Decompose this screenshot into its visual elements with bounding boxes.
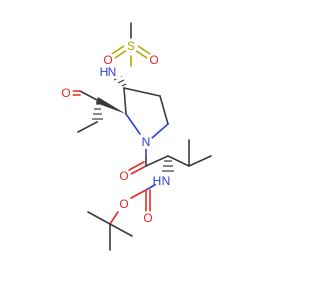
svg-text:O: O — [143, 211, 152, 225]
bond-amide-c-o-b — [128, 161, 145, 171]
bond-sulfur-oxygen-left-a — [111, 45, 125, 55]
hashed-bond-alpha-c-nitrogen — [162, 160, 174, 172]
molecule-structure-diagram: O S O N H O N O H N — [59, 22, 212, 251]
bond-sulfur-oxygen-right-a — [137, 45, 151, 55]
sulfonamide-hydrogen: H — [100, 65, 109, 79]
svg-text:O: O — [119, 169, 128, 183]
carbamate-nitrogen-atom: H N — [153, 173, 171, 189]
bond-layer — [69, 22, 212, 251]
aldehyde-oxygen-atom: O — [59, 86, 73, 100]
bond-sidechain-to-aldehyde-c — [79, 90, 98, 101]
bond-amide-c-alpha-c — [145, 155, 169, 167]
bond-isopropyl-methyl-right — [188, 155, 212, 167]
atom-label-layer: O S O N H O N O H N — [59, 39, 171, 225]
carbamate-carbonyl-oxygen-atom: O — [141, 211, 155, 225]
svg-text:O: O — [103, 53, 112, 67]
bond-ring-c4-c5 — [159, 95, 169, 125]
bond-carbamate-c-o-ester — [130, 189, 147, 199]
bond-ethyl-c-c — [77, 121, 98, 133]
bond-ring-n-c2 — [125, 113, 141, 135]
svg-text:O: O — [119, 197, 128, 211]
bond-amide-c-o-a — [130, 165, 147, 175]
svg-text:S: S — [127, 39, 135, 53]
bond-alpha-c-isopropyl — [167, 155, 190, 167]
amide-oxygen-atom: O — [117, 169, 131, 183]
svg-text:O: O — [61, 86, 70, 100]
wedge-bond-c2-sidechain — [96, 97, 126, 114]
svg-text:O: O — [149, 53, 158, 67]
ring-nitrogen-atom: N — [139, 135, 153, 149]
bond-ring-c3-c4 — [123, 87, 161, 97]
svg-text:N: N — [162, 174, 171, 188]
bond-ring-c5-n — [151, 123, 169, 139]
sulfur-atom: S — [124, 39, 138, 53]
sulfonyl-oxygen-left-atom: O — [101, 53, 115, 67]
carbamate-hydrogen: H — [153, 174, 162, 188]
bond-tbu-methyl-right — [109, 223, 133, 237]
bond-tbu-methyl-left — [87, 211, 111, 225]
bond-ester-o-tbu — [109, 211, 119, 225]
svg-text:N: N — [142, 135, 151, 149]
sulfonyl-oxygen-right-atom: O — [147, 53, 161, 67]
carbamate-ester-oxygen-atom: O — [117, 197, 131, 211]
hashed-bond-sidechain-ethyl — [92, 103, 103, 120]
sulfonamide-nitrogen-atom: N H — [100, 65, 123, 79]
bond-ring-c2-c3 — [123, 87, 127, 115]
bond-sulfur-oxygen-right-b — [134, 49, 148, 59]
bond-sulfur-oxygen-left-b — [114, 49, 128, 59]
svg-text:N: N — [108, 65, 117, 79]
